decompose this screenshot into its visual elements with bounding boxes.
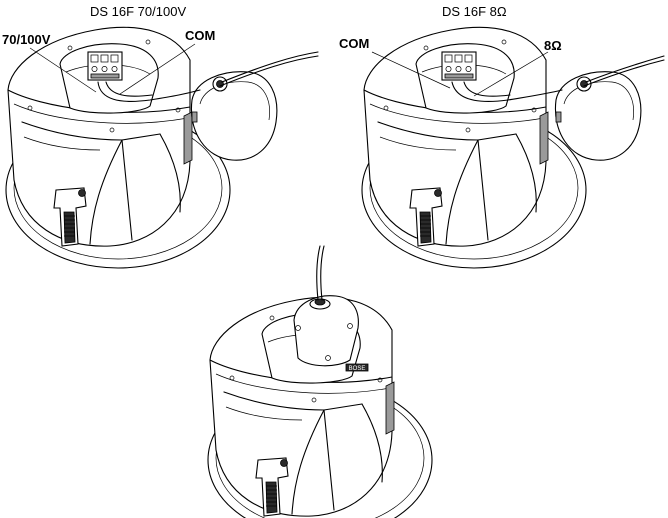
bottom-logo-text: BOSE (349, 366, 366, 372)
right-terminal-cover (555, 72, 640, 160)
left-terminal-block (88, 52, 122, 80)
bottom-cable (317, 246, 320, 300)
right-terminal-block (442, 52, 476, 80)
